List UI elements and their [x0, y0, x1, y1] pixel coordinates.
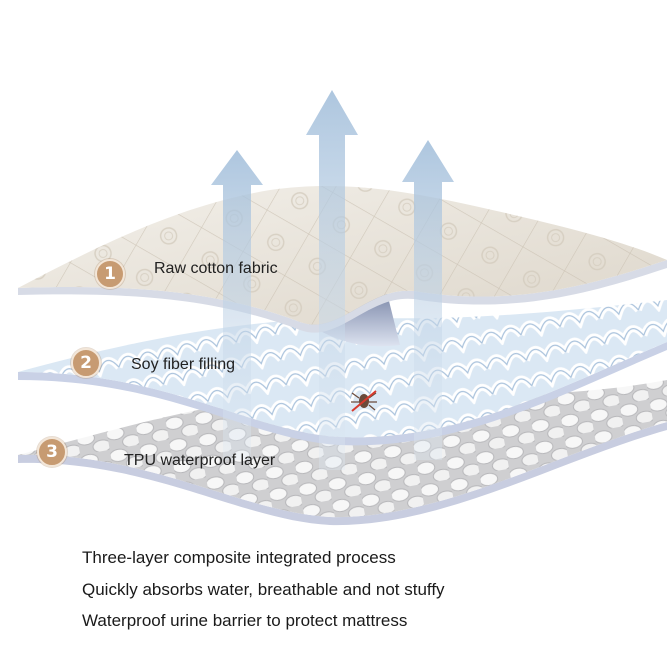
feature-line-1: Three-layer composite integrated process — [82, 548, 396, 567]
layer-1-label: Raw cotton fabric — [154, 260, 278, 277]
breathability-arrows — [211, 90, 454, 470]
arrow-up-icon — [402, 140, 454, 460]
arrow-up-icon — [306, 90, 358, 470]
feature-line-2: Quickly absorbs water, breathable and no… — [82, 580, 445, 599]
feature-line-3: Waterproof urine barrier to protect matt… — [82, 611, 408, 630]
layer-1-number-badge: 1 — [95, 259, 125, 289]
layer-2-number-badge: 2 — [71, 348, 101, 378]
layer-3-number-badge: 3 — [37, 437, 67, 467]
no-mite-icon — [351, 390, 377, 412]
arrow-up-icon — [211, 150, 263, 460]
layer-2-label: Soy fiber filling — [131, 356, 236, 373]
layer-3-label: TPU waterproof layer — [124, 452, 276, 469]
